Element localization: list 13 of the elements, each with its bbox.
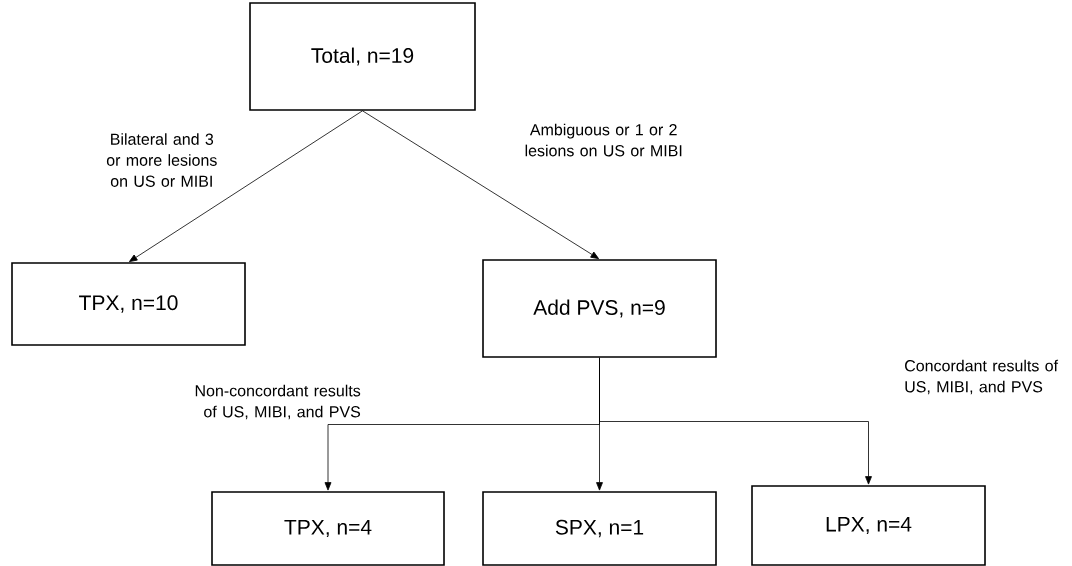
process-box: Total, n=19 [249, 2, 476, 111]
edge-label: Concordant results of US, MIBI, and PVS [905, 359, 1059, 395]
edge-label: Ambiguous or 1 or 2 lesions on US or MIBI [525, 123, 682, 157]
process-box: TPX, n=4 [211, 491, 445, 566]
process-box: Add PVS, n=9 [482, 259, 717, 358]
edge-label: Non-concordant results of US, MIBI, and PVS [195, 384, 361, 420]
arrow [129, 110, 363, 262]
arrow [362, 110, 599, 259]
process-box: SPX, n=1 [482, 491, 717, 566]
edge-label: Bilateral and 3 or more lesions on US or MIBI [106, 133, 217, 187]
process-box: LPX, n=4 [751, 485, 986, 566]
process-box: TPX, n=10 [11, 262, 246, 346]
arrow [599, 357, 872, 485]
